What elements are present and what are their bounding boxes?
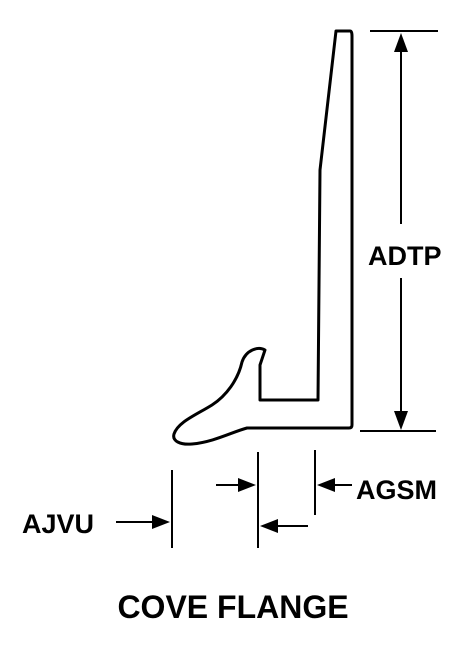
cove-flange-profile — [172, 29, 354, 446]
diagram-title: COVE FLANGE — [117, 589, 348, 625]
base-left-arrow — [152, 515, 170, 529]
thickness-left-arrow — [238, 478, 256, 492]
height-arrow-bottom — [394, 411, 408, 430]
thickness-label: AGSM — [356, 475, 437, 505]
base-right-arrow — [260, 519, 278, 533]
thickness-right-arrow — [317, 478, 335, 492]
height-arrow-top — [394, 33, 408, 52]
base-width-label: AJVU — [22, 509, 94, 539]
height-label: ADTP — [368, 241, 442, 271]
